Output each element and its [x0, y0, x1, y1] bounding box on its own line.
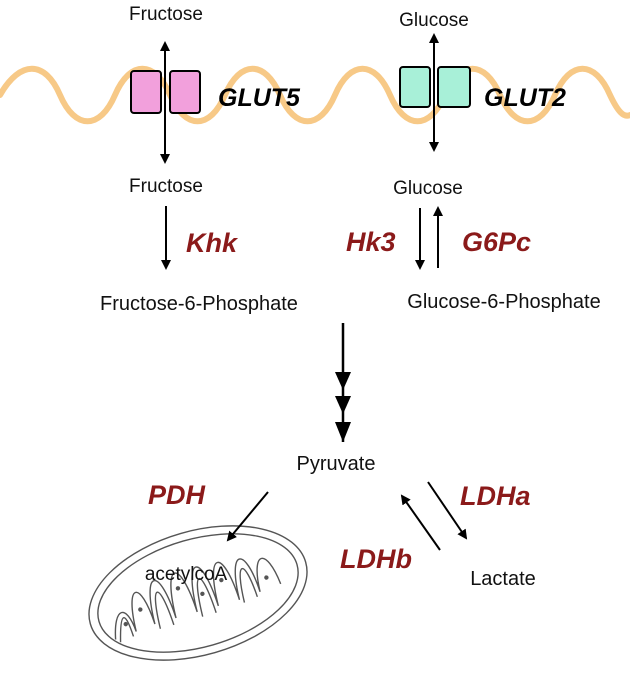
pdh-enzyme-label: PDH: [148, 480, 206, 510]
hk3-enzyme-label: Hk3: [346, 227, 396, 257]
fructose-6-phosphate-label: Fructose-6-Phosphate: [100, 293, 298, 315]
glut5-subunit-left: [130, 70, 162, 114]
fructose-intracellular-label: Fructose: [129, 176, 203, 197]
lactate-label: Lactate: [470, 568, 536, 590]
cell-membrane: [0, 65, 630, 125]
glucose-intracellular-label: Glucose: [393, 178, 463, 199]
glucose-extracellular-label: Glucose: [399, 10, 469, 31]
glut5-label: GLUT5: [218, 84, 301, 112]
glycolysis-multistep-arrow: [335, 323, 351, 442]
glut2-subunit-right: [437, 66, 471, 108]
mitochondrion-icon: [88, 525, 308, 661]
ldhb-enzyme-label: LDHb: [340, 544, 412, 574]
acetylcoa-label: acetylcoA: [145, 564, 228, 585]
glut5-subunit-right: [169, 70, 201, 114]
glut2-subunit-left: [399, 66, 431, 108]
ldha-enzyme-label: LDHa: [460, 481, 531, 511]
glut2-transporter: [399, 33, 471, 152]
glut5-transporter: [130, 41, 201, 164]
glucose-6-phosphate-label: Glucose-6-Phosphate: [407, 291, 600, 313]
khk-enzyme-label: Khk: [186, 228, 239, 258]
ldhb-reaction-arrow: [400, 494, 441, 551]
glut2-label: GLUT2: [484, 84, 566, 112]
pyruvate-label: Pyruvate: [297, 453, 376, 475]
pdh-reaction-arrow: [226, 491, 269, 542]
g6pc-enzyme-label: G6Pc: [462, 227, 531, 257]
ldha-reaction-arrow: [427, 481, 468, 540]
fructose-extracellular-label: Fructose: [129, 4, 203, 25]
